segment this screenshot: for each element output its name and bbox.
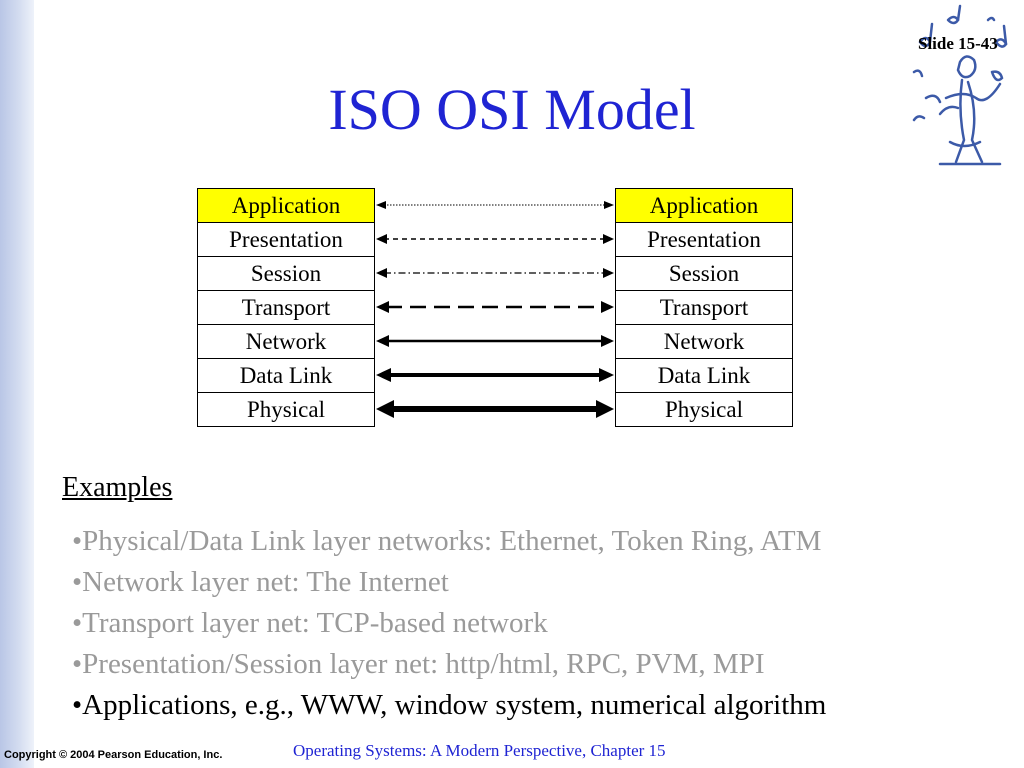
- layer-presentation: Presentation: [615, 223, 793, 257]
- layer-data-link: Data Link: [197, 359, 375, 393]
- peer-protocol-arrows: [376, 201, 614, 418]
- layer-presentation: Presentation: [197, 223, 375, 257]
- left-osi-stack: Application Presentation Session Transpo…: [197, 188, 375, 427]
- slide-title: ISO OSI Model: [328, 77, 696, 142]
- layer-physical: Physical: [615, 393, 793, 427]
- layer-network: Network: [197, 325, 375, 359]
- left-decorative-bar: [0, 0, 34, 768]
- arrowhead-left-icon: [376, 201, 386, 209]
- arrowhead-right-icon: [599, 368, 614, 382]
- list-item: •Transport layer net: TCP-based network: [72, 607, 548, 639]
- arrowhead-right-icon: [596, 400, 614, 418]
- layer-transport: Transport: [615, 291, 793, 325]
- layer-data-link: Data Link: [615, 359, 793, 393]
- arrowhead-right-icon: [603, 268, 614, 278]
- slide-number: Slide 15-43: [918, 34, 998, 53]
- arrowhead-left-icon: [376, 234, 387, 244]
- layer-network: Network: [615, 325, 793, 359]
- copyright-notice: Copyright © 2004 Pearson Education, Inc.: [4, 749, 223, 761]
- footer-text: Operating Systems: A Modern Perspective,…: [293, 741, 666, 760]
- list-item: •Physical/Data Link layer networks: Ethe…: [72, 525, 822, 557]
- layer-application: Application: [197, 189, 375, 223]
- examples-heading: Examples: [62, 472, 173, 503]
- list-item: •Network layer net: The Internet: [72, 566, 449, 598]
- list-item: •Applications, e.g., WWW, window system,…: [72, 689, 827, 721]
- right-osi-stack: Application Presentation Session Transpo…: [615, 188, 793, 427]
- layer-session: Session: [615, 257, 793, 291]
- arrowhead-right-icon: [601, 301, 614, 313]
- musician-logo-icon: [912, 4, 1008, 166]
- layer-session: Session: [197, 257, 375, 291]
- arrowhead-left-icon: [376, 335, 389, 347]
- layer-application: Application: [615, 189, 793, 223]
- arrowhead-left-icon: [376, 400, 394, 418]
- arrowhead-left-icon: [376, 368, 391, 382]
- examples-list: •Physical/Data Link layer networks: Ethe…: [72, 521, 826, 726]
- layer-physical: Physical: [197, 393, 375, 427]
- arrowhead-right-icon: [604, 201, 614, 209]
- arrowhead-right-icon: [601, 335, 614, 347]
- layer-transport: Transport: [197, 291, 375, 325]
- arrowhead-left-icon: [376, 301, 389, 313]
- arrowhead-left-icon: [376, 268, 387, 278]
- arrowhead-right-icon: [603, 234, 614, 244]
- list-item: •Presentation/Session layer net: http/ht…: [72, 648, 765, 680]
